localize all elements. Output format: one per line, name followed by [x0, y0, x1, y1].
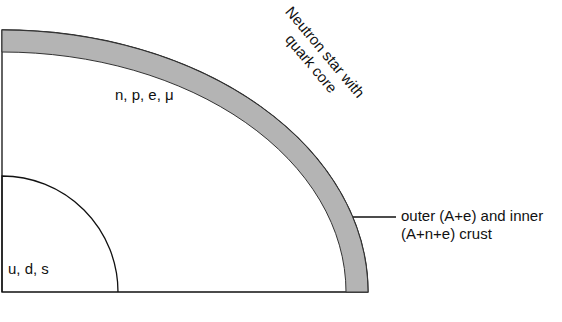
quark-core: u, d, s — [0, 174, 122, 292]
particle-content: n, p, e, μ — [115, 86, 174, 104]
core-outline — [2, 176, 118, 292]
crust-label: outer (A+e) and inner (A+n+e) crust — [401, 207, 551, 243]
particle-content: u, d, s — [8, 260, 49, 278]
star-title: Neutron star with quark core — [262, 0, 374, 120]
